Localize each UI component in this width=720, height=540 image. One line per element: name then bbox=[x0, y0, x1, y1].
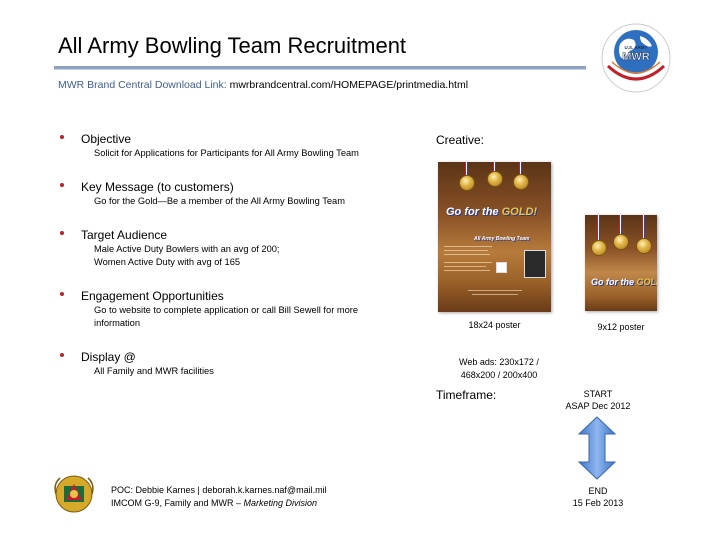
poster-9x12-caption: 9x12 poster bbox=[597, 322, 645, 332]
poster-text-line bbox=[444, 266, 486, 267]
download-link-url[interactable]: mwrbrandcentral.com/HOMEPAGE/printmedia.… bbox=[229, 79, 469, 91]
web-ads-caption: Web ads: 230x172 / 468x200 / 200x400 bbox=[440, 356, 558, 382]
division-text: Marketing Division bbox=[243, 498, 318, 508]
medal-icon bbox=[513, 174, 529, 190]
bullet-head: Target Audience bbox=[81, 228, 168, 242]
poc-line: POC: Debbie Karnes | deborah.k.karnes.na… bbox=[111, 485, 327, 495]
logo-top-text: U.S. ARMY bbox=[624, 45, 647, 50]
medal-icon bbox=[591, 240, 607, 256]
timeframe-start: START ASAP Dec 2012 bbox=[560, 388, 636, 412]
poster-18x24[interactable]: Go for the GOLD! All Army Bowling Team bbox=[438, 162, 551, 312]
org-line: IMCOM G-9, Family and MWR – Marketing Di… bbox=[111, 497, 327, 510]
up-down-arrow-icon bbox=[578, 416, 616, 480]
bullet-list: Objective Solicit for Applications for P… bbox=[60, 132, 380, 398]
timeframe-label: Timeframe: bbox=[436, 388, 497, 402]
poster-subhead: All Army Bowling Team bbox=[474, 236, 530, 242]
poster-text-line bbox=[468, 290, 522, 291]
creative-label: Creative: bbox=[436, 133, 485, 147]
bullet-sub: All Family and MWR facilities bbox=[94, 366, 214, 376]
medal-icon bbox=[459, 175, 475, 191]
medal-icon bbox=[613, 234, 629, 250]
bullet-display: Display @ All Family and MWR facilities bbox=[60, 350, 380, 378]
medal-ribbon bbox=[493, 162, 496, 172]
bullet-engagement: Engagement Opportunities Go to website t… bbox=[60, 289, 380, 330]
bullet-head: Display @ bbox=[81, 350, 136, 364]
poster-small-headline-1: Go for the bbox=[591, 277, 634, 287]
web-ads-line: Web ads: 230x172 / bbox=[459, 357, 539, 367]
title-rule-shadow bbox=[54, 69, 586, 70]
poster-headline: Go for the GOLD! bbox=[446, 206, 537, 218]
bullet-sub: Go to website to complete application or… bbox=[94, 305, 359, 328]
end-date: 15 Feb 2013 bbox=[572, 498, 624, 508]
medal-ribbon bbox=[619, 215, 622, 235]
end-label: END bbox=[588, 486, 608, 496]
army-mwr-logo: U.S. ARMY MWR bbox=[601, 23, 671, 93]
page-title: All Army Bowling Team Recruitment bbox=[58, 33, 407, 58]
bullet-dot bbox=[60, 353, 64, 357]
download-link-line: MWR Brand Central Download Link: mwrbran… bbox=[58, 79, 468, 91]
poster-text-line bbox=[444, 270, 490, 271]
footer-contact: POC: Debbie Karnes | deborah.k.karnes.na… bbox=[111, 484, 327, 510]
bullet-head: Engagement Opportunities bbox=[81, 289, 224, 303]
poster-photo bbox=[524, 250, 546, 278]
poster-9x12[interactable]: Go for the GOLD! bbox=[585, 215, 657, 311]
poster-headline-2: GOLD! bbox=[501, 206, 538, 218]
org-text: IMCOM G-9, Family and MWR – bbox=[111, 498, 244, 508]
medal-ribbon bbox=[597, 215, 600, 241]
bullet-sub-line: Women Active Duty with avg of 165 bbox=[94, 257, 241, 267]
bullet-head: Key Message (to customers) bbox=[81, 180, 234, 194]
bullet-dot bbox=[60, 183, 64, 187]
poster-text-line bbox=[444, 250, 488, 251]
bullet-sub: Go for the Gold—Be a member of the All A… bbox=[94, 196, 345, 206]
poster-headline-1: Go for the bbox=[446, 206, 499, 218]
bullet-sub-line: Male Active Duty Bowlers with an avg of … bbox=[94, 244, 280, 254]
bullet-head: Objective bbox=[81, 132, 132, 146]
bullet-sub: Solicit for Applications for Participant… bbox=[94, 148, 359, 158]
poster-text-line bbox=[444, 246, 492, 247]
bullet-dot bbox=[60, 231, 64, 235]
imcom-emblem-icon bbox=[54, 475, 94, 513]
web-ads-line: 468x200 / 200x400 bbox=[460, 370, 538, 380]
poster-small-headline-2: GOLD! bbox=[636, 277, 657, 287]
start-date: ASAP Dec 2012 bbox=[565, 401, 631, 411]
start-label: START bbox=[583, 389, 613, 399]
poster-18x24-caption: 18x24 poster bbox=[468, 320, 521, 330]
poster-text-line bbox=[472, 294, 518, 295]
bullet-dot bbox=[60, 292, 64, 296]
medal-ribbon bbox=[642, 215, 645, 239]
poster-text-line bbox=[444, 262, 492, 263]
bullet-objective: Objective Solicit for Applications for P… bbox=[60, 132, 380, 160]
medal-icon bbox=[636, 238, 652, 254]
timeframe-end: END 15 Feb 2013 bbox=[560, 485, 636, 509]
logo-brand-text: MWR bbox=[622, 51, 650, 63]
poster-text-line bbox=[444, 254, 490, 255]
medal-icon bbox=[487, 171, 503, 187]
medal-ribbon bbox=[519, 162, 522, 175]
poster-small-headline: Go for the GOLD! bbox=[591, 277, 657, 287]
bullet-dot bbox=[60, 135, 64, 139]
bullet-key-message: Key Message (to customers) Go for the Go… bbox=[60, 180, 380, 208]
title-rule bbox=[54, 66, 586, 69]
medal-ribbon bbox=[465, 162, 468, 176]
poster-qr-code bbox=[496, 262, 507, 273]
bullet-target-audience: Target Audience Male Active Duty Bowlers… bbox=[60, 228, 380, 269]
download-link-label: MWR Brand Central Download Link: bbox=[58, 79, 227, 91]
